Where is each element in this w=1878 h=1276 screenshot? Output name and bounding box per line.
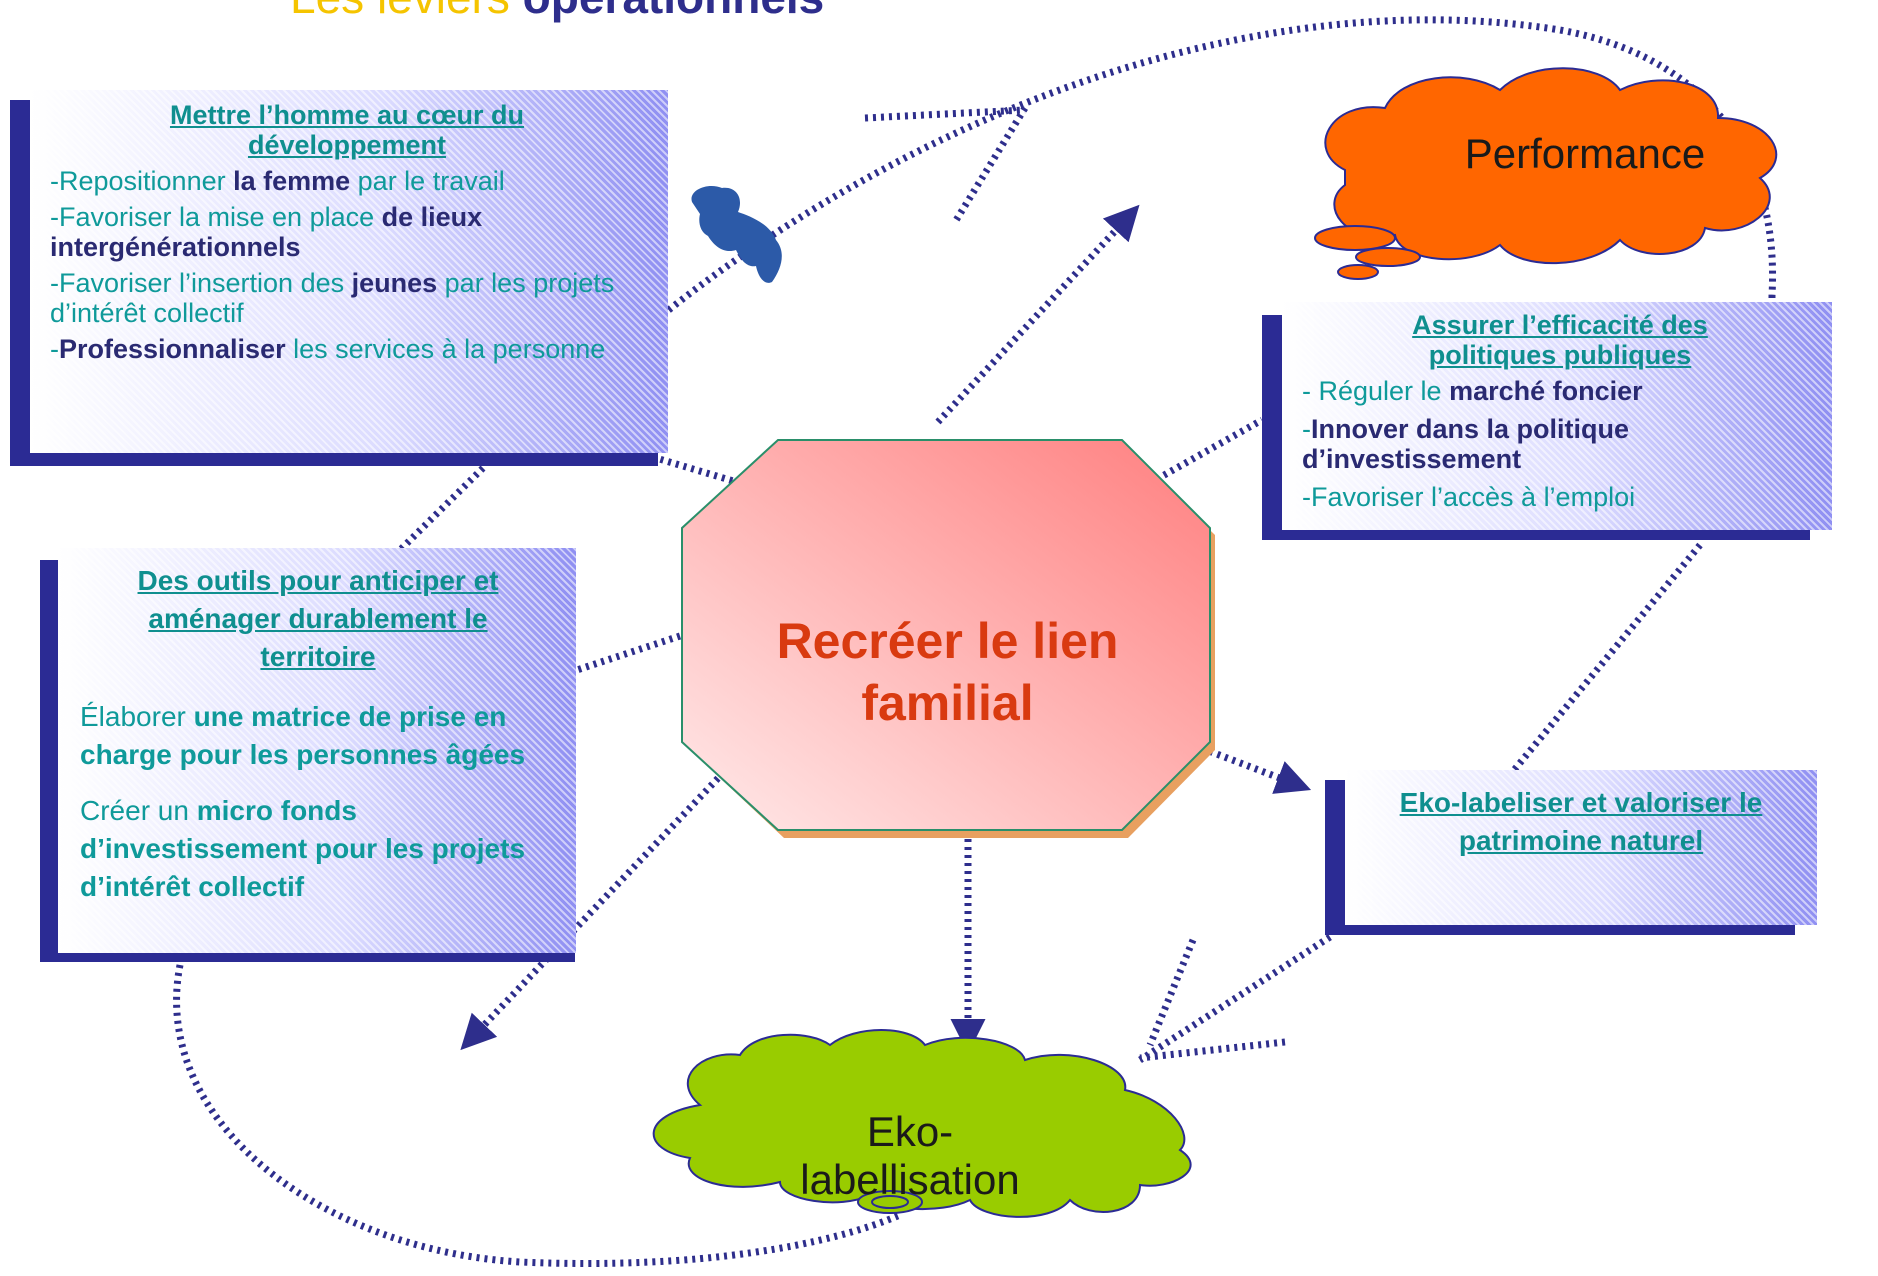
box4-title-line1: Eko-labeliser et valoriser le [1399,787,1763,818]
box1-title: Mettre l’homme au cœur du développement [50,100,644,160]
box3-title-line1: Assurer l’efficacité des [1412,310,1708,340]
center-octagon [681,439,1211,831]
arrow-center-box4 [1178,736,1312,794]
box3-item: -Innover dans la politique d’investissem… [1302,414,1630,474]
box3-item: - Réguler le marché foncier [1302,376,1643,406]
title-part1: Les leviers [290,0,510,23]
box1-item: -Favoriser l’insertion des jeunes par le… [50,268,615,328]
box-eko-labeliser: Eko-labeliser et valoriser le patrimoine… [1345,770,1817,925]
dotted-line-top [864,106,1026,122]
box1-item: -Repositionner la femme par le travail [50,166,505,196]
box4-title-line2: patrimoine naturel [1458,825,1704,856]
box2-title-line1: Des outils pour anticiper et [137,565,499,596]
loop-arrow-bottom [173,964,902,1267]
eko-label-line2: labellisation [800,1156,1020,1203]
island-map-icon [691,185,782,283]
arrow-center-lowerleft [460,752,743,1051]
box2-title-line3: territoire [260,641,376,672]
box-politiques-publiques: Assurer l’efficacité des politiques publ… [1282,302,1832,530]
loop-arrow-top [647,16,1777,328]
line-center-box3 [1148,416,1264,487]
performance-cloud [1314,67,1778,280]
box-outils-territoire: Des outils pour anticiper et aménager du… [58,548,576,953]
box2-title: Des outils pour anticiper et aménager du… [80,562,556,676]
box2-item: Créer un micro fonds d’investissement po… [80,795,526,902]
box2-title-line2: aménager durablement le [148,603,488,634]
box3-title: Assurer l’efficacité des politiques publ… [1302,310,1818,370]
slide-title: Les leviers opérationnels [290,0,824,20]
line-to-eko-3 [1139,1038,1286,1062]
eko-cloud [652,1029,1192,1218]
line-box4-eko [1138,934,1332,1063]
dotted-line-top-2 [952,106,1028,224]
arrow-center-up [935,204,1140,425]
box1-title-line2: développement [247,130,447,160]
box1-title-line1: Mettre l’homme au cœur du [169,100,525,130]
performance-label: Performance [1464,130,1706,177]
center-label: Recréer le lien familial [700,610,1195,734]
line-box3-box4 [1507,542,1703,778]
title-part2: opérationnels [523,0,825,23]
box1-item: -Favoriser la mise en place de lieux int… [50,202,483,262]
box4-title: Eko-labeliser et valoriser le patrimoine… [1355,784,1807,860]
eko-label: Eko- labellisation [730,1108,1090,1204]
eko-label-line1: Eko- [866,1108,954,1155]
center-line2: familial [861,675,1034,731]
box3-item: -Favoriser l’accès à l’emploi [1302,482,1636,512]
box3-title-line2: politiques publiques [1428,340,1692,370]
box-mettre-homme: Mettre l’homme au cœur du développement … [30,90,668,453]
center-line1: Recréer le lien [776,613,1119,669]
box2-item: Élaborer une matrice de prise en charge … [80,701,526,770]
box1-item: -Professionnaliser les services à la per… [50,334,606,364]
line-to-eko-2 [1146,938,1197,1047]
line-box1-box2 [392,465,486,558]
